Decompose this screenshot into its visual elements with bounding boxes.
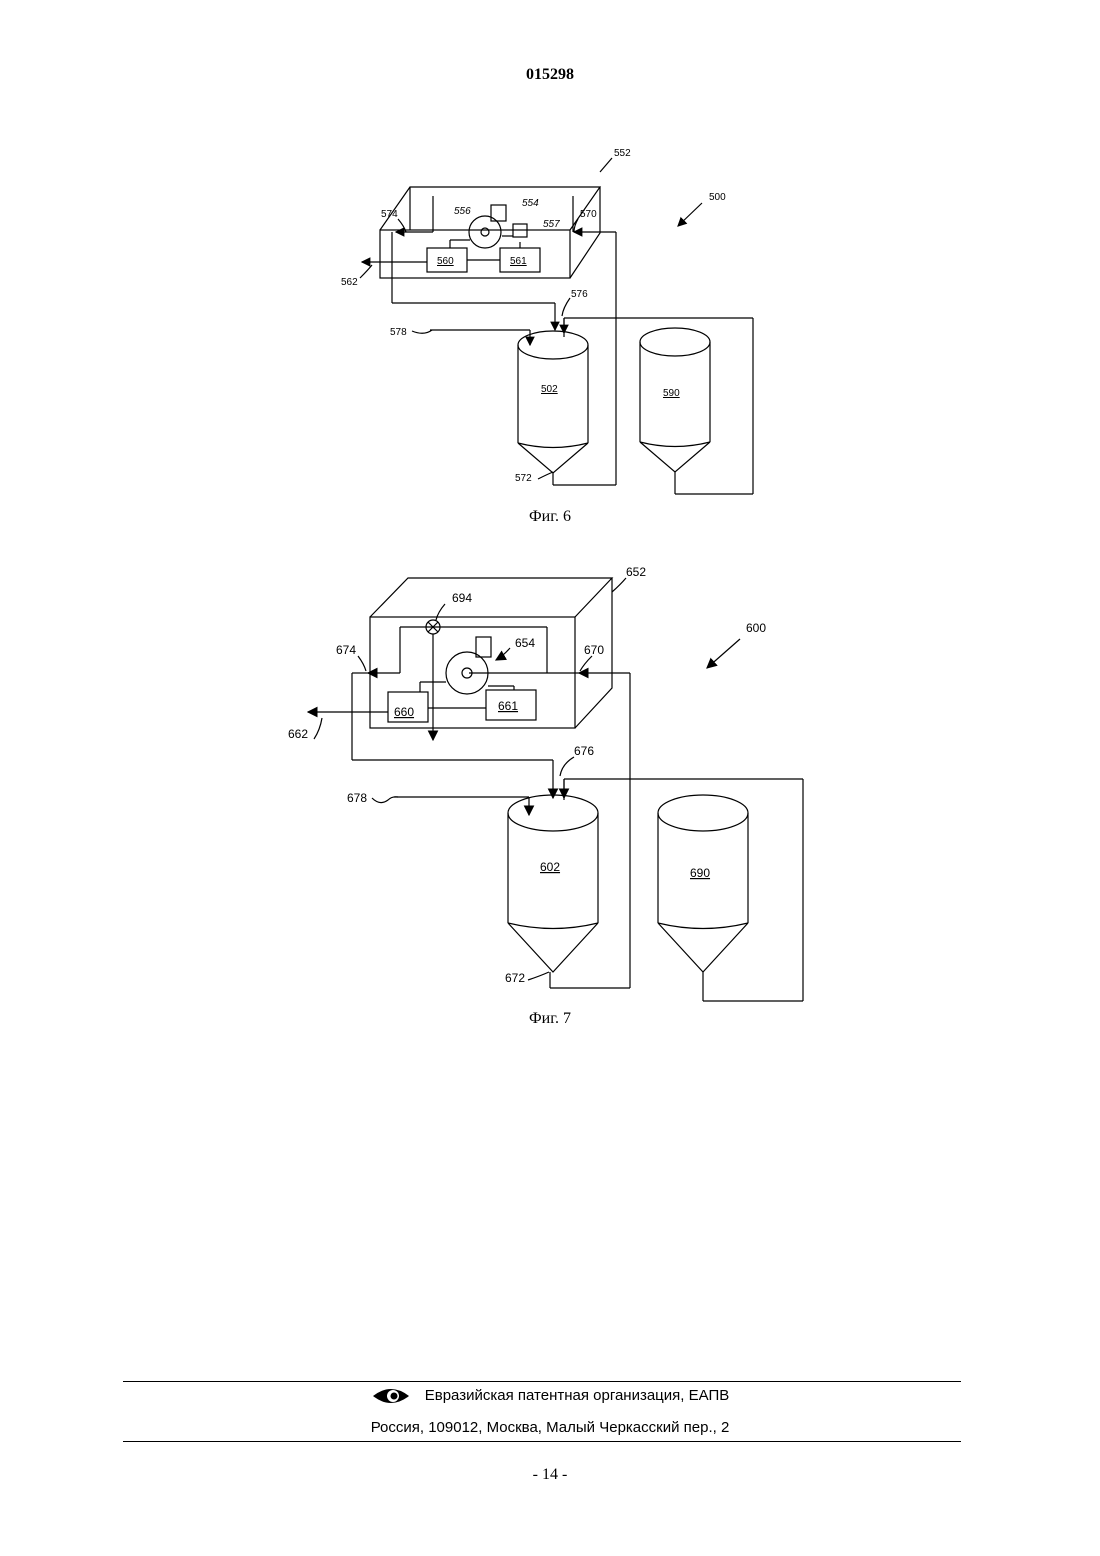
organization-name: Евразийская патентная организация, ЕАПВ: [425, 1387, 730, 1404]
label-694: 694: [452, 591, 472, 605]
label-561: 561: [510, 256, 527, 267]
organization-address: Россия, 109012, Москва, Малый Черкасский…: [0, 1419, 1100, 1436]
label-574: 574: [381, 209, 398, 220]
label-500: 500: [709, 192, 726, 203]
label-670: 670: [584, 643, 604, 657]
label-552: 552: [614, 148, 631, 159]
figure-6-caption: Фиг. 6: [0, 508, 1100, 526]
label-570: 570: [580, 209, 597, 220]
label-678: 678: [347, 791, 367, 805]
label-562: 562: [341, 277, 358, 288]
label-662: 662: [288, 727, 308, 741]
system-600-pointer: [707, 639, 740, 668]
organization-line: Евразийская патентная организация, ЕАПВ: [0, 1386, 1100, 1406]
label-560: 560: [437, 256, 454, 267]
eapo-eye-logo-icon: [371, 1386, 411, 1406]
label-554: 554: [522, 198, 539, 209]
system-500-pointer: [678, 203, 702, 226]
silo-590: [640, 328, 710, 472]
figure-7-diagram: 652 694 600 654 674 670 660 661 662 676 …: [0, 560, 1100, 1005]
figure-6-diagram: 552 500 556 554 557 574 570 560 561 562 …: [0, 140, 1100, 500]
silo-602: [508, 795, 598, 972]
label-652: 652: [626, 565, 646, 579]
label-674: 674: [336, 643, 356, 657]
figure-7-caption: Фиг. 7: [0, 1010, 1100, 1028]
label-502: 502: [541, 384, 558, 395]
label-557: 557: [543, 219, 560, 230]
label-654: 654: [515, 636, 535, 650]
page-number: - 14 -: [0, 1466, 1100, 1484]
silo-502: [518, 331, 588, 473]
label-661: 661: [498, 699, 518, 713]
document-number: 015298: [0, 66, 1100, 84]
label-690: 690: [690, 866, 710, 880]
label-556: 556: [454, 206, 471, 217]
label-602: 602: [540, 860, 560, 874]
label-672: 672: [505, 971, 525, 985]
silo-690: [658, 795, 748, 972]
label-600: 600: [746, 621, 766, 635]
label-578: 578: [390, 327, 407, 338]
piping-7: [308, 673, 803, 1001]
label-676: 676: [574, 744, 594, 758]
label-660: 660: [394, 705, 414, 719]
label-576: 576: [571, 289, 588, 300]
label-590: 590: [663, 388, 680, 399]
footer-bottom-rule: [123, 1441, 961, 1442]
footer-top-rule: [123, 1381, 961, 1382]
label-572: 572: [515, 473, 532, 484]
